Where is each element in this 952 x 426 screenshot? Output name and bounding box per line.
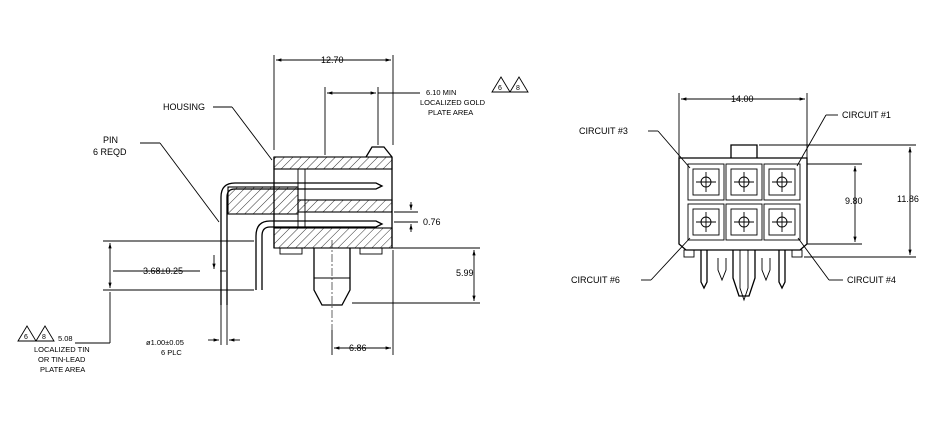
svg-text:8: 8 bbox=[516, 85, 520, 92]
cavities bbox=[687, 163, 801, 241]
svg-text:6: 6 bbox=[498, 85, 502, 92]
gold-plate-area-label: PLATE AREA bbox=[428, 108, 473, 117]
dimension-gold-plate: 6.10 MIN LOCALIZED GOLD PLATE AREA 6 8 bbox=[324, 76, 529, 155]
dimension-12-70: 12.70 bbox=[273, 55, 394, 150]
mounting-peg bbox=[313, 240, 351, 330]
dimension-3-68: 3.68±0.25 bbox=[103, 240, 254, 291]
cavity-5 bbox=[725, 203, 763, 241]
dimension-14-00: 14.00 bbox=[678, 93, 808, 158]
note-triangle-8: 8 bbox=[35, 325, 55, 342]
gold-min-label: 6.10 MIN bbox=[426, 88, 456, 97]
svg-text:8: 8 bbox=[42, 334, 46, 341]
dimension-label-11-86: 11.86 bbox=[897, 194, 919, 204]
circuit-4-label: CIRCUIT #4 bbox=[847, 275, 896, 285]
cavity-1 bbox=[763, 163, 801, 201]
circuit-1-label: CIRCUIT #1 bbox=[842, 110, 891, 120]
cavity-2 bbox=[725, 163, 763, 201]
contact-upper bbox=[220, 182, 384, 305]
dimension-11-86: 11.86 bbox=[759, 144, 919, 258]
gold-plate-label: LOCALIZED GOLD bbox=[420, 98, 486, 107]
standoff-left bbox=[683, 249, 695, 258]
dimension-label-12-70: 12.70 bbox=[321, 55, 344, 65]
dimension-label-9-80: 9.80 bbox=[845, 196, 863, 206]
note-triangle-6: 6 bbox=[491, 76, 511, 93]
dimension-pin-diameter: ø1.00±0.05 6 PLC bbox=[146, 305, 240, 357]
svg-text:6: 6 bbox=[24, 334, 28, 341]
dimension-5-08: 6 8 5.08 LOCALIZED TIN OR TIN-LEAD PLATE… bbox=[17, 289, 111, 374]
side-view: 12.70 6.10 MIN LOCALIZED GOLD PLATE AREA… bbox=[17, 55, 529, 374]
tin-plate-area-label: PLATE AREA bbox=[40, 365, 85, 374]
cavity-3 bbox=[687, 163, 725, 201]
front-view: 14.00 bbox=[571, 93, 919, 302]
tin-dim-label: 5.08 bbox=[58, 334, 73, 343]
tin-lead-label: OR TIN-LEAD bbox=[38, 355, 86, 364]
dimension-label-14-00: 14.00 bbox=[731, 94, 754, 104]
dimension-5-99: 5.99 bbox=[352, 247, 480, 304]
pin-diameter-label: ø1.00±0.05 bbox=[146, 338, 184, 347]
dimension-6-86: 6.86 bbox=[331, 250, 394, 355]
dimension-9-80: 9.80 bbox=[807, 163, 863, 245]
dimension-0-76: 0.76 bbox=[394, 202, 441, 232]
pin-count-label: 6 REQD bbox=[93, 147, 127, 157]
front-pins bbox=[700, 250, 786, 302]
dimension-label-5-99: 5.99 bbox=[456, 268, 474, 278]
dimension-label-3-68: 3.68±0.25 bbox=[143, 266, 183, 276]
pin-plc-label: 6 PLC bbox=[161, 348, 182, 357]
cavity-4 bbox=[763, 203, 801, 241]
circuit-3-label: CIRCUIT #3 bbox=[579, 126, 628, 136]
note-triangle-8: 8 bbox=[509, 76, 529, 93]
standoff-right bbox=[791, 249, 803, 258]
pin-label: PIN bbox=[103, 135, 118, 145]
contact-lower bbox=[255, 220, 384, 290]
housing-label: HOUSING bbox=[163, 102, 205, 112]
circuit-6-label: CIRCUIT #6 bbox=[571, 275, 620, 285]
dimension-label-0-76: 0.76 bbox=[423, 217, 441, 227]
cavity-6 bbox=[687, 203, 725, 241]
dimension-label-6-86: 6.86 bbox=[349, 343, 367, 353]
note-triangle-6: 6 bbox=[17, 325, 37, 342]
tin-plate-label: LOCALIZED TIN bbox=[34, 345, 90, 354]
housing-body bbox=[227, 146, 393, 255]
latch bbox=[730, 144, 758, 158]
